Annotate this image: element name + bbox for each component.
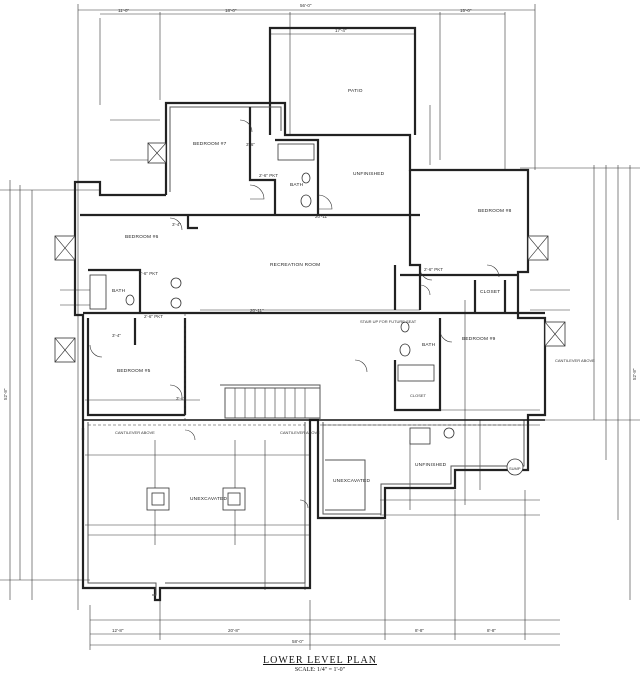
cantilever-mid-label: CANTILEVER ABOVE: [280, 430, 320, 435]
unfinished-low-label: UNFINISHED: [415, 462, 447, 468]
dim-patio-width: 17'-4": [335, 28, 347, 33]
stair: [224, 387, 321, 419]
dim-door-a: 3'-6": [246, 142, 255, 147]
dim-top-c: 15'-0": [460, 8, 472, 13]
dim-pocket-b: 2'-6" PKT: [259, 173, 278, 178]
dim-top-b: 18'-0": [225, 8, 237, 13]
dim-left-total: 52'-8": [3, 388, 8, 400]
plan-title: LOWER LEVEL PLAN: [263, 655, 377, 666]
dim-top-total: 56'-0": [300, 3, 312, 8]
dim-pocket-c: 2'-6" PKT: [144, 314, 163, 319]
dim-door-d: 3'-6": [176, 396, 185, 401]
bedroom-6-label: BEDROOM #6: [125, 234, 159, 240]
bedroom-9-label: BEDROOM #9: [462, 336, 496, 342]
dim-mid-a: 20'-11": [250, 308, 264, 313]
cantilever-right-label: CANTILEVER ABOVE: [555, 358, 595, 363]
unfinished-top-label: UNFINISHED: [353, 171, 385, 177]
bath-left-label: BATH: [112, 288, 126, 294]
bedroom-5-label: BEDROOM #5: [117, 368, 151, 374]
beam-lines: [88, 313, 524, 426]
dim-bottom-total: 58'-0": [292, 639, 304, 644]
dim-pocket-d: 2'-6" PKT: [424, 267, 443, 272]
window-wells: [54, 142, 566, 363]
patio-label: PATIO: [348, 88, 363, 94]
dim-pocket-a: 2'-6" PKT: [139, 271, 158, 276]
sump-label: SUMP: [509, 466, 521, 471]
bedroom-8-label: BEDROOM #8: [478, 208, 512, 214]
unexcavated-left-label: UNEXCAVATED: [190, 496, 227, 502]
dim-bottom-c: 8'-8": [415, 628, 424, 633]
door-swings: [89, 119, 500, 509]
dim-bottom-a: 12'-8": [112, 628, 124, 633]
dim-bottom-b: 20'-8": [228, 628, 240, 633]
piers: [146, 487, 246, 511]
fixtures: [89, 143, 524, 476]
closet-right-label: CLOSET: [480, 289, 500, 295]
dim-mid-b: 20'-11": [315, 214, 329, 219]
bath-top-label: BATH: [290, 182, 304, 188]
stair-note-label: STAIR UP FOR FUTURE SEAT: [360, 319, 417, 324]
plan-scale: SCALE: 1/4" = 1'-0": [294, 667, 346, 673]
dim-top-a: 11'-0": [118, 8, 130, 13]
bedroom-7-label: BEDROOM #7: [193, 141, 227, 147]
dim-bottom-d: 8'-8": [487, 628, 496, 633]
dim-door-c: 3'-4": [112, 333, 121, 338]
dim-door-b: 3'-4": [172, 222, 181, 227]
bath-right-label: BATH: [422, 342, 436, 348]
recreation-room-label: RECREATION ROOM: [270, 262, 320, 268]
title-block: LOWER LEVEL PLAN SCALE: 1/4" = 1'-0": [220, 655, 420, 673]
interior-walls: [81, 107, 518, 511]
unexcavated-mid-label: UNEXCAVATED: [333, 478, 370, 484]
closet-low-label: CLOSET: [410, 393, 427, 398]
dim-right-total: 52'-8": [632, 368, 637, 380]
cantilever-left-label: CANTILEVER ABOVE: [115, 430, 155, 435]
